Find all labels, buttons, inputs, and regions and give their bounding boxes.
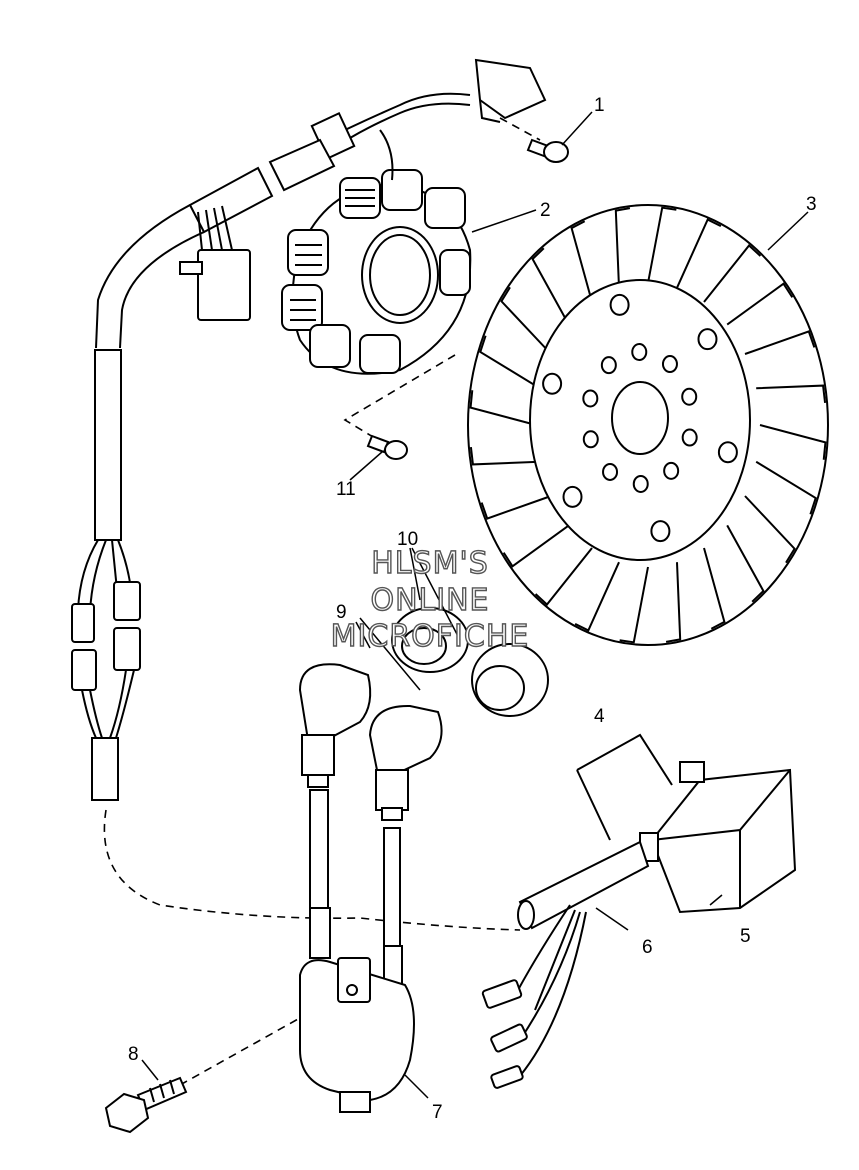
flywheel-hole	[681, 387, 698, 406]
fan-blade	[665, 562, 682, 643]
fan-blade	[744, 330, 816, 355]
leader-harness	[103, 809, 521, 931]
fan-blade	[726, 282, 794, 326]
flywheel-hole	[602, 462, 619, 481]
leader-screw-1	[499, 117, 541, 141]
fan-blade	[726, 524, 765, 603]
bracket-part-4	[576, 733, 673, 841]
flywheel-hole	[562, 485, 583, 508]
flywheel-hole	[650, 520, 671, 543]
wire-harness	[71, 58, 547, 801]
fan-blade	[574, 561, 620, 632]
flywheel-part-3	[467, 204, 829, 646]
screw-part-1	[526, 138, 569, 163]
callout-5: 5	[740, 926, 751, 947]
screw-part-11	[366, 434, 408, 460]
cdi-harness-part-6	[481, 840, 650, 1089]
fan-blade	[534, 547, 593, 606]
fan-blade	[703, 547, 726, 630]
flywheel-hole	[542, 372, 563, 395]
fan-blade	[570, 220, 593, 303]
flywheel-hole	[582, 389, 599, 408]
fan-blade	[500, 286, 552, 355]
callout-1: 1	[594, 95, 605, 116]
flywheel-hole	[681, 428, 698, 447]
flywheel-hole	[609, 293, 630, 316]
bolt-part-8	[104, 1076, 188, 1134]
watermark-line-1: HLSM'S	[371, 546, 489, 581]
watermark: HLSM'S ONLINE MICROFICHE	[330, 545, 530, 654]
watermark-line-3: MICROFICHE	[331, 619, 530, 654]
callout-9: 9	[336, 602, 347, 623]
fan-blade	[479, 335, 541, 390]
callout-3: 3	[806, 194, 817, 215]
fan-blade	[756, 384, 827, 403]
callout-6: 6	[642, 937, 653, 958]
callout-2: 2	[540, 200, 551, 221]
callout-leaders	[141, 111, 809, 1099]
ignition-coil-part-7	[299, 789, 415, 1113]
callout-7: 7	[432, 1102, 443, 1123]
fan-blade	[480, 495, 552, 520]
fan-blade	[744, 495, 796, 564]
fan-blade	[469, 447, 540, 466]
fan-blade	[676, 218, 722, 289]
cdi-unit-part-5	[639, 761, 797, 914]
fan-blade	[759, 424, 827, 460]
flywheel-bolt-holes	[542, 293, 738, 543]
flywheel-hole	[663, 461, 680, 480]
flywheel-hole	[582, 430, 599, 449]
flywheel-fan-blades	[469, 206, 827, 644]
fan-blade	[755, 460, 817, 515]
flywheel-hole	[600, 356, 617, 375]
spacer-part-10	[391, 607, 549, 717]
fan-blade	[647, 206, 677, 284]
callout-8: 8	[128, 1044, 139, 1065]
leader-screw-11	[343, 354, 456, 441]
flywheel-hole	[632, 474, 649, 493]
fan-blade	[619, 566, 649, 644]
fan-blade	[614, 207, 631, 288]
stator-part-2	[281, 129, 472, 375]
flywheel-hole	[717, 441, 738, 464]
flywheel-hole	[631, 343, 648, 362]
fan-blade	[469, 390, 537, 426]
fan-blade	[703, 244, 762, 303]
spark-plug-cap-part-9	[298, 663, 443, 821]
flywheel-hole	[661, 355, 678, 374]
callout-10: 10	[397, 529, 418, 550]
fan-blade	[531, 247, 570, 326]
fan-blade	[502, 524, 570, 568]
callout-4: 4	[594, 706, 605, 727]
flywheel-hole	[697, 328, 718, 351]
callout-11: 11	[336, 479, 356, 500]
watermark-line-2: ONLINE	[370, 583, 489, 618]
leader-bolt-8	[179, 989, 351, 1086]
